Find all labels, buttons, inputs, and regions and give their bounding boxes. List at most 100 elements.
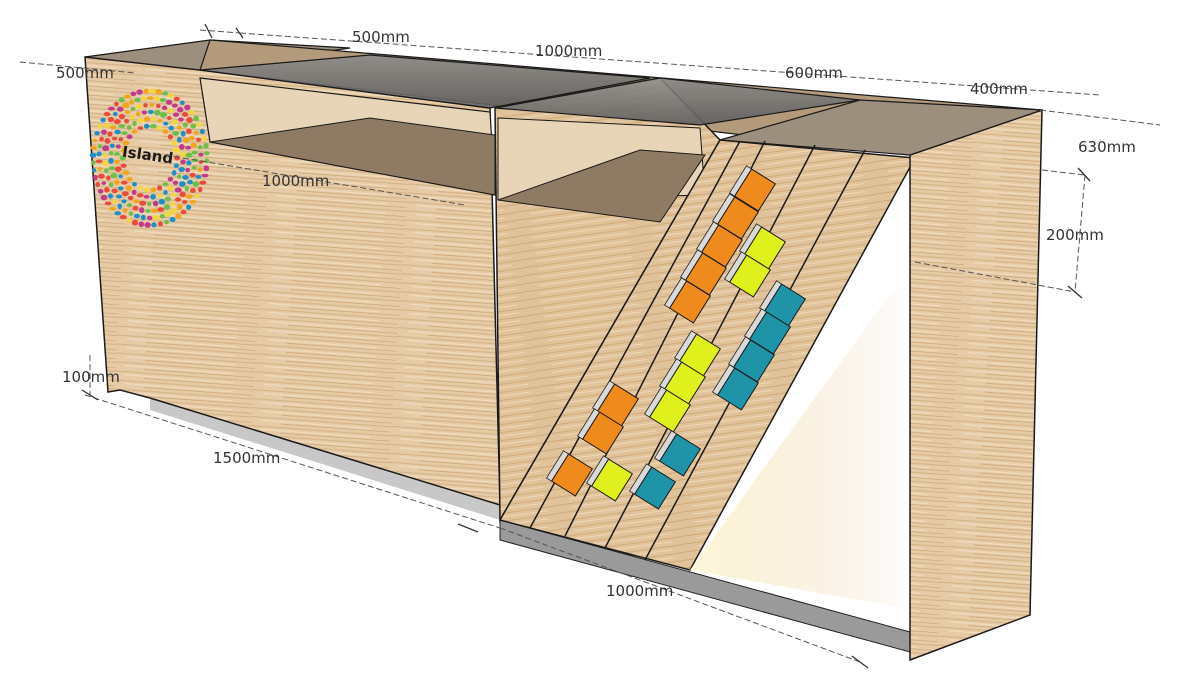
logo-dot <box>126 203 133 208</box>
dim-top-right-width: 600mm <box>785 64 843 82</box>
dim-base-right-width: 1000mm <box>606 582 673 600</box>
logo-dot <box>143 194 150 199</box>
dim-top-far-right-width: 400mm <box>970 80 1028 98</box>
logo-dot <box>197 167 203 173</box>
product-box <box>654 430 702 477</box>
logo-dot <box>180 209 187 215</box>
logo-dot <box>143 88 149 94</box>
logo-dot <box>126 134 133 140</box>
logo-dot <box>171 119 178 125</box>
logo-dot <box>174 197 182 202</box>
logo-dot <box>182 137 190 144</box>
logo-dot <box>167 93 175 98</box>
dim-inner-shelf-width: 1000mm <box>262 172 329 190</box>
logo-dot <box>203 143 209 149</box>
logo-dot <box>147 109 154 115</box>
dimension-lines <box>19 23 1161 669</box>
logo-dot <box>95 181 101 188</box>
logo-dot <box>196 122 203 127</box>
logo-dot <box>194 193 200 199</box>
logo-dot <box>176 174 182 179</box>
logo-dot <box>144 222 151 228</box>
logo-dot <box>180 130 186 137</box>
product-box <box>546 450 594 497</box>
logo-dot <box>122 170 130 176</box>
logo-dot <box>180 159 186 165</box>
logo-dot <box>130 106 136 112</box>
logo-dot <box>96 151 102 157</box>
logo-dot <box>182 174 189 180</box>
logo-dot <box>164 211 173 217</box>
logo-dot <box>199 128 205 135</box>
dim-base-left-width: 1500mm <box>213 449 280 467</box>
logo-dot <box>97 166 103 171</box>
logo-dot <box>182 122 188 128</box>
product-box <box>664 277 712 324</box>
logo-dot <box>117 106 124 112</box>
logo-dot <box>112 199 118 204</box>
logo-dot <box>116 194 123 199</box>
logo-dot <box>136 193 144 198</box>
logo-dot <box>159 97 167 103</box>
logo-dot <box>186 128 192 135</box>
logo-dot <box>108 151 114 156</box>
logo-dot <box>191 150 199 155</box>
logo-dot <box>100 194 108 201</box>
logo-dot <box>112 111 118 117</box>
logo-dot <box>146 201 152 207</box>
logo-dot <box>101 129 107 135</box>
logo-dot <box>114 179 120 185</box>
logo-dot <box>143 116 151 122</box>
logo-dot <box>197 186 203 193</box>
logo-dot <box>113 119 121 125</box>
logo-dot <box>121 191 129 197</box>
logo-dot <box>150 187 157 193</box>
logo-dot <box>140 214 146 221</box>
logo-dot <box>91 168 97 173</box>
logo-dot <box>131 219 139 226</box>
logo-dot <box>126 125 132 131</box>
logo-dot <box>109 206 117 211</box>
logo-dot <box>188 110 196 115</box>
logo-dot <box>109 143 115 149</box>
logo-dot <box>132 120 137 127</box>
logo-dot <box>137 118 144 123</box>
logo-dot <box>156 125 163 131</box>
logo-dot <box>155 88 162 95</box>
logo-dot <box>133 213 141 219</box>
logo-dot <box>176 106 184 113</box>
logo-dot <box>151 208 158 213</box>
logo-dot <box>185 204 192 210</box>
product-box <box>728 336 776 383</box>
logo-dot <box>189 199 197 204</box>
logo-dot <box>103 123 111 128</box>
logo-dot <box>114 152 120 156</box>
logo-dot <box>114 101 119 107</box>
logo-dot <box>190 142 197 148</box>
logo-dot <box>164 220 170 225</box>
logo-dot <box>179 100 185 105</box>
logo-dot <box>138 185 143 191</box>
logo-dot <box>187 179 193 185</box>
logo-dot <box>185 167 191 173</box>
product-box <box>744 308 792 355</box>
logo-dot <box>139 200 147 206</box>
logo-dot <box>97 173 105 179</box>
logo-dot <box>195 175 202 179</box>
logo-dot <box>186 160 192 166</box>
logo-dot <box>144 186 149 193</box>
logo-dot <box>126 217 132 223</box>
logo-dot <box>181 111 189 118</box>
logo-dot <box>154 95 160 102</box>
logo-dot <box>158 199 166 205</box>
logo-dot <box>157 221 163 227</box>
logo-dot <box>107 106 115 111</box>
logo-dot <box>186 117 193 123</box>
logo-dot <box>135 111 141 117</box>
logo-dot <box>163 190 168 195</box>
logo-dot <box>127 195 134 201</box>
logo-dot <box>172 130 180 136</box>
logo-dot <box>125 185 132 191</box>
logo-dot <box>176 136 182 143</box>
